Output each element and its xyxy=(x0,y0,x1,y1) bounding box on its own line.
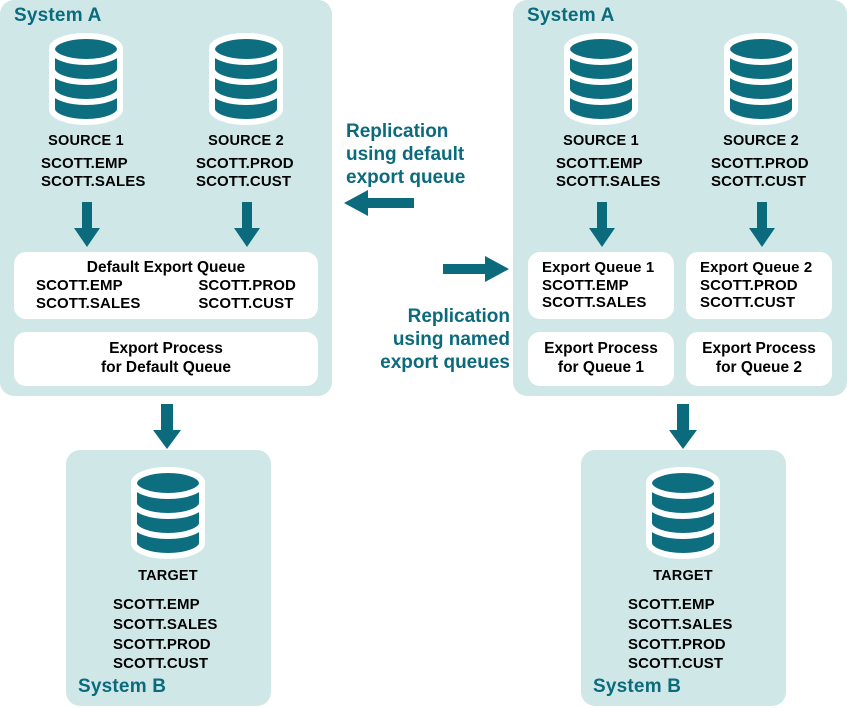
table-name: SCOTT.CUST xyxy=(711,172,807,190)
left-source-2-tables: SCOTT.PROD SCOTT.CUST xyxy=(196,155,294,190)
right-export-queue-2-box: Export Queue 2 SCOTT.PROD SCOTT.CUST xyxy=(686,252,832,319)
arrow-down-icon-svg xyxy=(589,202,615,247)
queue-box-title: Default Export Queue xyxy=(86,258,246,276)
table-name: SCOTT.PROD xyxy=(113,635,211,653)
right-system-a-label: System A xyxy=(527,5,615,26)
table-name: SCOTT.SALES xyxy=(36,294,141,312)
table-name: SCOTT.CUST xyxy=(700,294,796,312)
arrow-down-icon-svg xyxy=(153,404,181,449)
arrow-left-icon-svg xyxy=(344,190,414,216)
arrow-down-icon xyxy=(747,202,777,253)
arrow-left-icon xyxy=(344,188,416,223)
table-name: SCOTT.SALES xyxy=(113,615,218,633)
database-icon xyxy=(562,33,640,125)
left-target-name: TARGET xyxy=(138,568,198,584)
table-name: SCOTT.CUST xyxy=(113,655,209,673)
table-name: SCOTT.EMP xyxy=(628,596,715,613)
right-target-name: TARGET xyxy=(653,568,713,584)
table-name: SCOTT.EMP xyxy=(556,155,643,172)
left-default-export-queue-box: Default Export Queue SCOTT.EMP SCOTT.SAL… xyxy=(14,252,318,319)
arrow-down-icon-svg xyxy=(234,202,260,247)
process-box-line-2: for Default Queue xyxy=(100,359,232,376)
arrow-down-icon xyxy=(667,404,699,455)
database-icon-svg xyxy=(209,33,283,125)
table-name: SCOTT.EMP xyxy=(41,155,128,172)
queue-box-title: Export Queue 1 xyxy=(542,258,655,276)
arrow-down-icon xyxy=(232,202,262,253)
right-export-process-1-box: Export Process for Queue 1 xyxy=(528,332,674,386)
table-name: SCOTT.PROD xyxy=(700,276,798,294)
arrow-right-icon xyxy=(443,254,509,289)
table-name: SCOTT.SALES xyxy=(628,615,733,633)
right-system-b-label: System B xyxy=(593,676,682,697)
table-name: SCOTT.EMP xyxy=(113,596,200,613)
left-target-tables: SCOTT.EMP SCOTT.SALES SCOTT.PROD SCOTT.C… xyxy=(113,595,217,674)
table-name: SCOTT.SALES xyxy=(556,172,661,190)
right-source-1-name: SOURCE 1 xyxy=(563,133,639,149)
caption-line: using named xyxy=(392,329,510,351)
table-name: SCOTT.SALES xyxy=(542,294,647,312)
arrow-right-icon-svg xyxy=(443,256,509,282)
queue-box-columns: SCOTT.EMP SCOTT.SALES SCOTT.PROD SCOTT.C… xyxy=(14,277,318,312)
left-source-1-name: SOURCE 1 xyxy=(48,133,124,149)
process-box-line-1: Export Process xyxy=(544,340,658,358)
right-source-2-tables: SCOTT.PROD SCOTT.CUST xyxy=(711,155,809,190)
process-box-line-1: Export Process xyxy=(702,340,816,358)
table-name: SCOTT.CUST xyxy=(196,172,292,190)
database-icon xyxy=(129,467,207,559)
database-icon xyxy=(722,33,800,125)
process-box-line-1: Export Process xyxy=(109,340,223,358)
table-name: SCOTT.SALES xyxy=(41,172,146,190)
process-box-line-2: for Queue 1 xyxy=(557,359,645,376)
table-name: SCOTT.EMP xyxy=(542,276,629,294)
left-source-1-tables: SCOTT.EMP SCOTT.SALES xyxy=(41,155,145,190)
caption-line: using default xyxy=(346,144,465,166)
arrow-down-icon-svg xyxy=(74,202,100,247)
table-name: SCOTT.PROD xyxy=(711,155,809,172)
center-top-caption: Replication using default export queue xyxy=(346,120,506,190)
left-system-a-label: System A xyxy=(14,5,102,26)
right-export-queue-1-box: Export Queue 1 SCOTT.EMP SCOTT.SALES xyxy=(528,252,674,319)
table-name: SCOTT.PROD xyxy=(196,155,294,172)
caption-line: export queues xyxy=(380,352,510,374)
database-icon-svg xyxy=(49,33,123,125)
left-system-b-label: System B xyxy=(78,676,167,697)
database-icon xyxy=(207,33,285,125)
database-icon-svg xyxy=(646,467,720,559)
arrow-down-icon xyxy=(151,404,183,455)
database-icon xyxy=(644,467,722,559)
center-bottom-caption: Replication using named export queues xyxy=(340,305,510,375)
caption-line: Replication xyxy=(407,306,510,327)
table-name: SCOTT.EMP xyxy=(36,277,123,295)
table-name: SCOTT.PROD xyxy=(198,277,296,295)
table-name: SCOTT.CUST xyxy=(198,294,294,312)
table-name: SCOTT.PROD xyxy=(628,635,726,653)
process-box-line-2: for Queue 2 xyxy=(715,359,803,376)
queue-column-left: SCOTT.EMP SCOTT.SALES xyxy=(36,277,140,312)
left-export-process-box: Export Process for Default Queue xyxy=(14,332,318,386)
right-source-1-tables: SCOTT.EMP SCOTT.SALES xyxy=(556,155,660,190)
right-export-process-2-box: Export Process for Queue 2 xyxy=(686,332,832,386)
arrow-down-icon xyxy=(587,202,617,253)
caption-line: Replication xyxy=(346,121,449,142)
right-source-2-name: SOURCE 2 xyxy=(723,133,799,149)
arrow-down-icon xyxy=(72,202,102,253)
left-source-2-name: SOURCE 2 xyxy=(208,133,284,149)
queue-box-title: Export Queue 2 xyxy=(700,258,813,276)
database-icon-svg xyxy=(724,33,798,125)
right-target-tables: SCOTT.EMP SCOTT.SALES SCOTT.PROD SCOTT.C… xyxy=(628,595,732,674)
database-icon-svg xyxy=(564,33,638,125)
queue-column-right: SCOTT.PROD SCOTT.CUST xyxy=(198,277,296,312)
table-name: SCOTT.CUST xyxy=(628,655,724,673)
caption-line: export queue xyxy=(346,167,466,189)
database-icon-svg xyxy=(131,467,205,559)
arrow-down-icon-svg xyxy=(749,202,775,247)
database-icon xyxy=(47,33,125,125)
arrow-down-icon-svg xyxy=(669,404,697,449)
